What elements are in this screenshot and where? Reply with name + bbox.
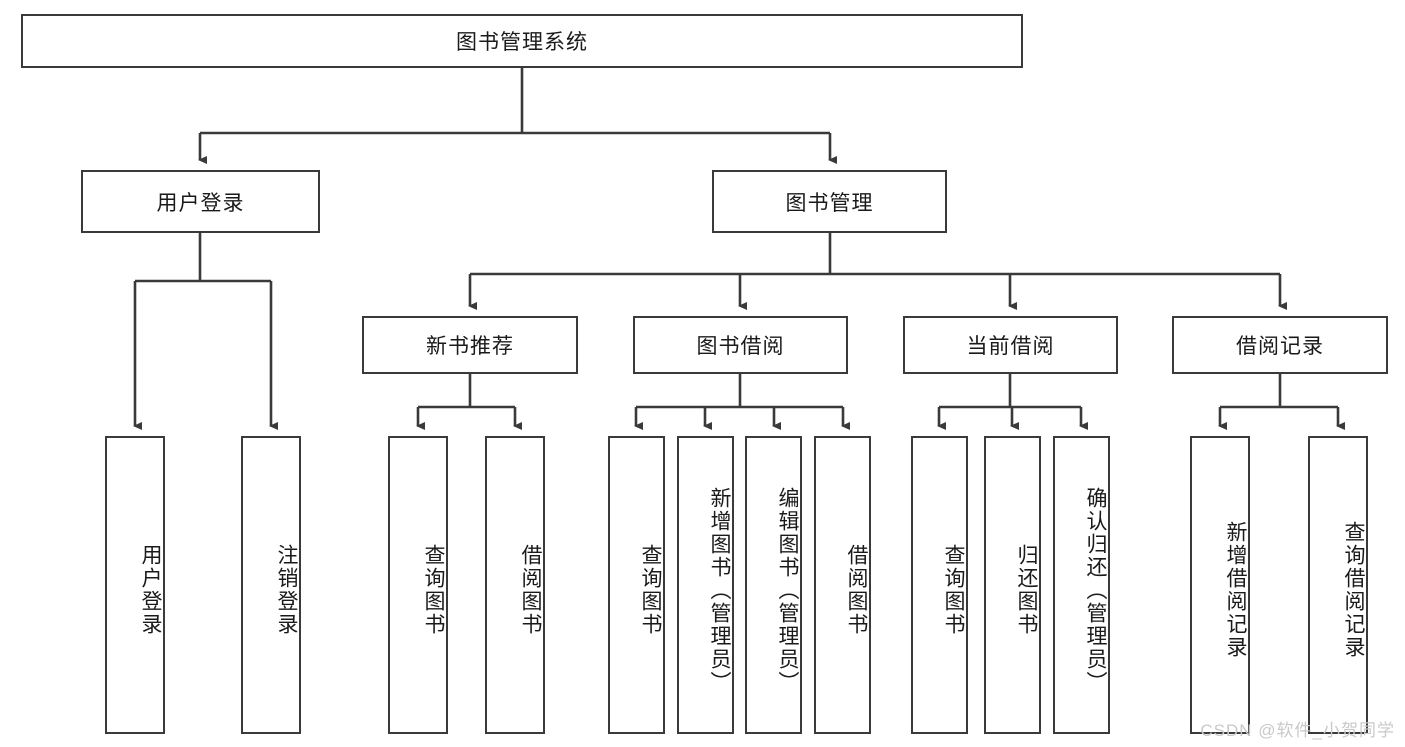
node-leaf-2[interactable]: 查询图书 xyxy=(388,436,448,734)
node-leaf-10[interactable]: 确认归还（管理员） xyxy=(1053,436,1110,734)
node-leaf-1[interactable]: 注销登录 xyxy=(241,436,301,734)
node-leaf-7[interactable]: 借阅图书 xyxy=(814,436,871,734)
node-leaf-9[interactable]: 归还图书 xyxy=(984,436,1041,734)
node-level3-3[interactable]: 借阅记录 xyxy=(1172,316,1388,374)
node-leaf-3[interactable]: 借阅图书 xyxy=(485,436,545,734)
node-leaf-11[interactable]: 新增借阅记录 xyxy=(1190,436,1250,734)
node-leaf-8[interactable]: 查询图书 xyxy=(911,436,968,734)
csdn-watermark: CSDN @软件_小贺同学 xyxy=(1200,721,1395,740)
node-level3-2[interactable]: 当前借阅 xyxy=(903,316,1118,374)
node-level2-0[interactable]: 用户登录 xyxy=(81,170,320,233)
node-level2-1[interactable]: 图书管理 xyxy=(712,170,947,233)
node-root-system[interactable]: 图书管理系统 xyxy=(21,14,1023,68)
node-leaf-5[interactable]: 新增图书（管理员） xyxy=(677,436,734,734)
node-leaf-6[interactable]: 编辑图书（管理员） xyxy=(745,436,802,734)
node-leaf-4[interactable]: 查询图书 xyxy=(608,436,665,734)
node-leaf-12[interactable]: 查询借阅记录 xyxy=(1308,436,1368,734)
node-level3-0[interactable]: 新书推荐 xyxy=(362,316,578,374)
node-level3-1[interactable]: 图书借阅 xyxy=(633,316,848,374)
node-leaf-0[interactable]: 用户登录 xyxy=(105,436,165,734)
